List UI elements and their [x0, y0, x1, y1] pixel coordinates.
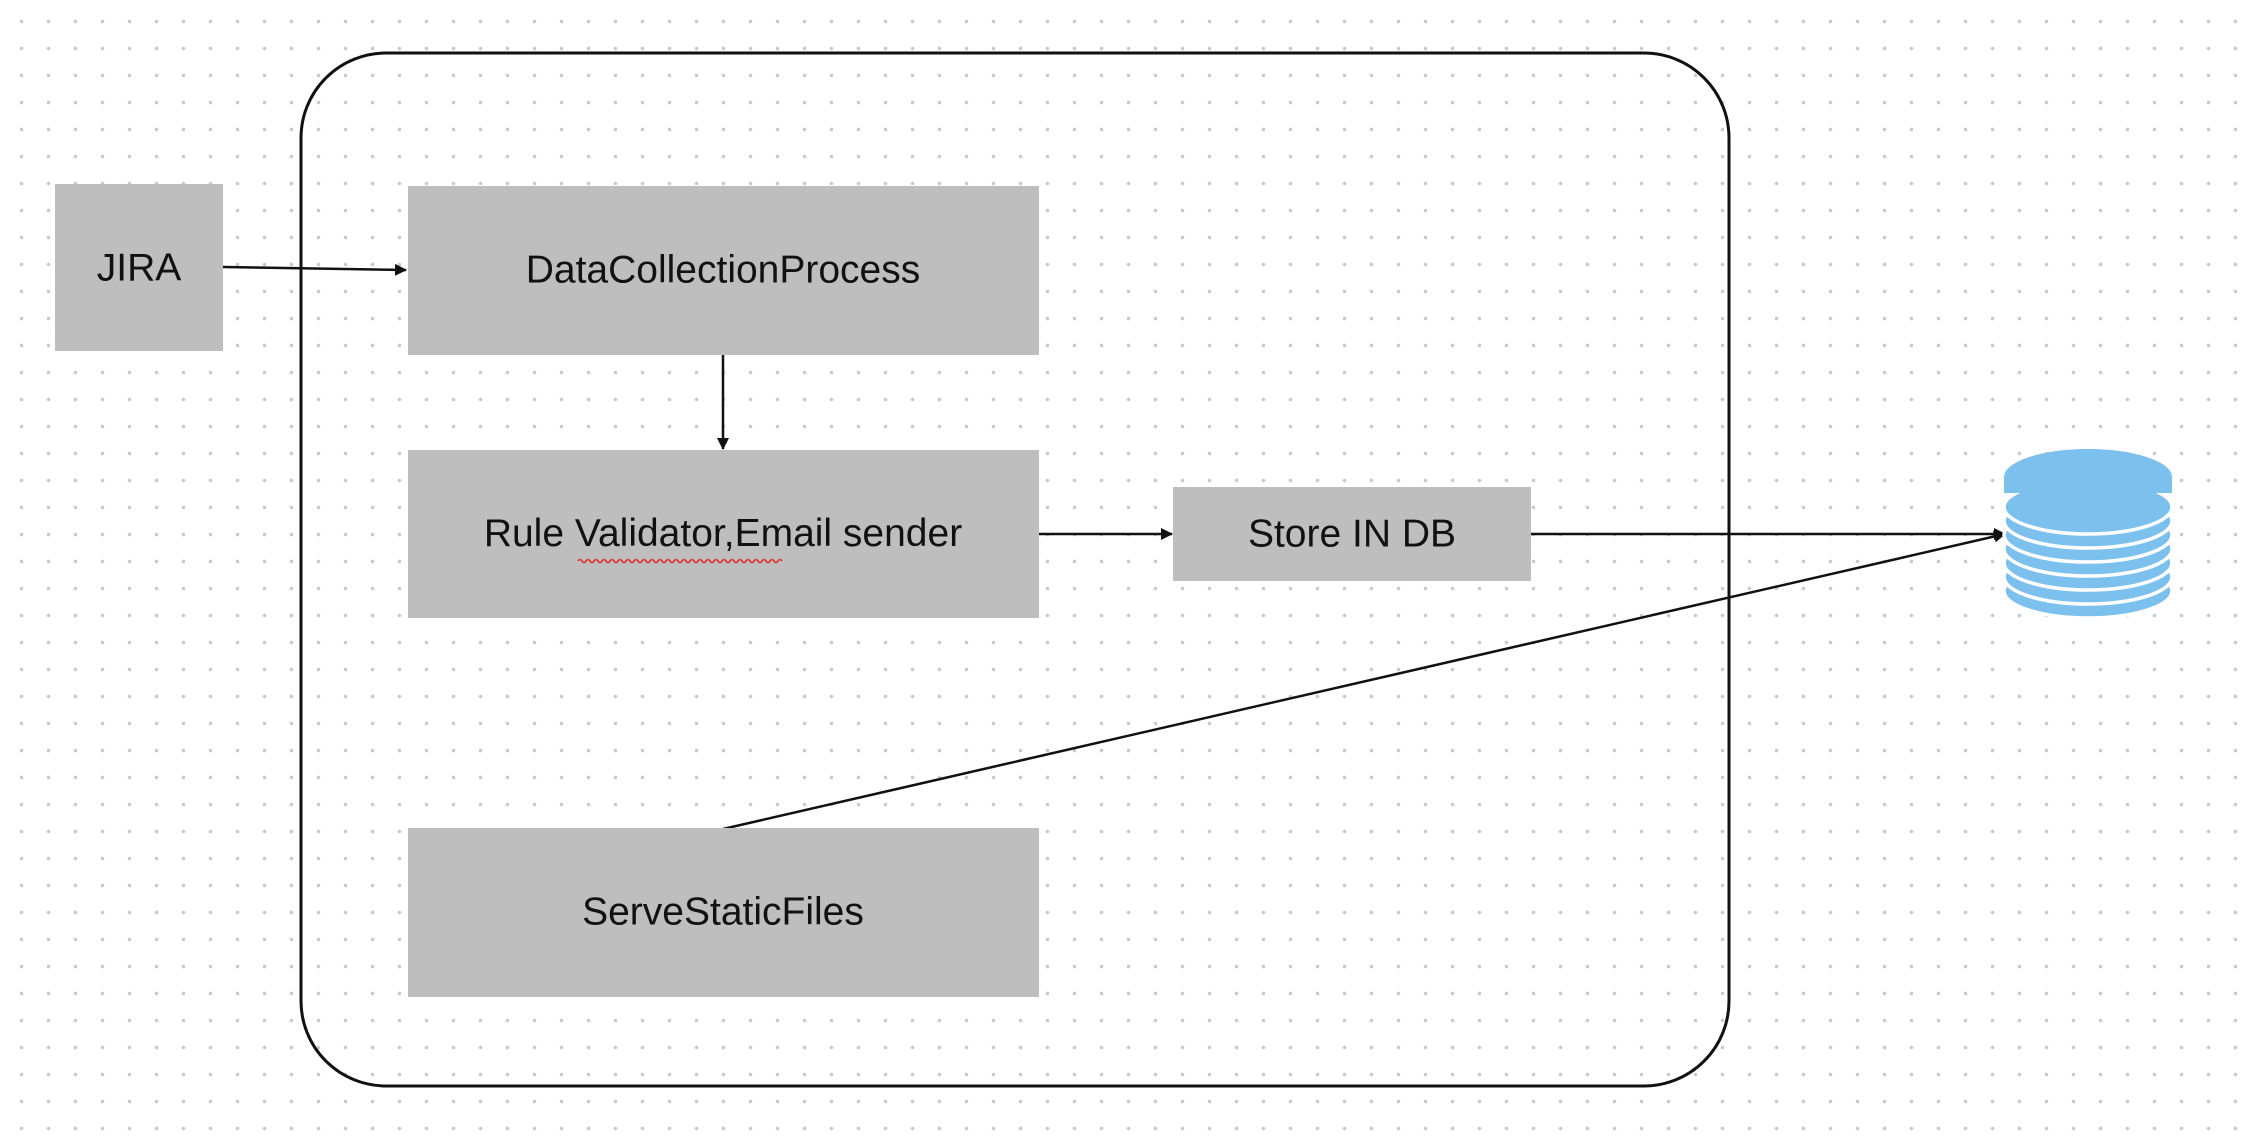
spellcheck-underline [577, 558, 783, 564]
edge-jira-to-datacollection[interactable] [222, 263, 407, 276]
node-jira-label: JIRA [97, 246, 182, 289]
node-serve-static-files[interactable]: ServeStaticFiles [408, 828, 1039, 997]
node-rule-validator[interactable]: Rule Validator,Email sender [408, 450, 1039, 618]
database-icon[interactable] [2002, 449, 2174, 620]
spellcheck-word: Validator,Email [575, 512, 832, 555]
edges [222, 263, 2006, 831]
edge-servestatic-to-database[interactable] [722, 530, 2006, 831]
node-serve-static-files-label: ServeStaticFiles [582, 890, 864, 933]
node-data-collection-process-label: DataCollectionProcess [526, 248, 921, 291]
node-rule-validator-label: Rule Validator,Email sender [484, 512, 962, 555]
node-data-collection-process[interactable]: DataCollectionProcess [408, 186, 1039, 355]
node-store-in-db[interactable]: Store IN DB [1173, 487, 1531, 581]
system-boundary[interactable] [299, 51, 1731, 1088]
node-jira[interactable]: JIRA [55, 184, 223, 351]
node-store-in-db-label: Store IN DB [1248, 512, 1456, 555]
